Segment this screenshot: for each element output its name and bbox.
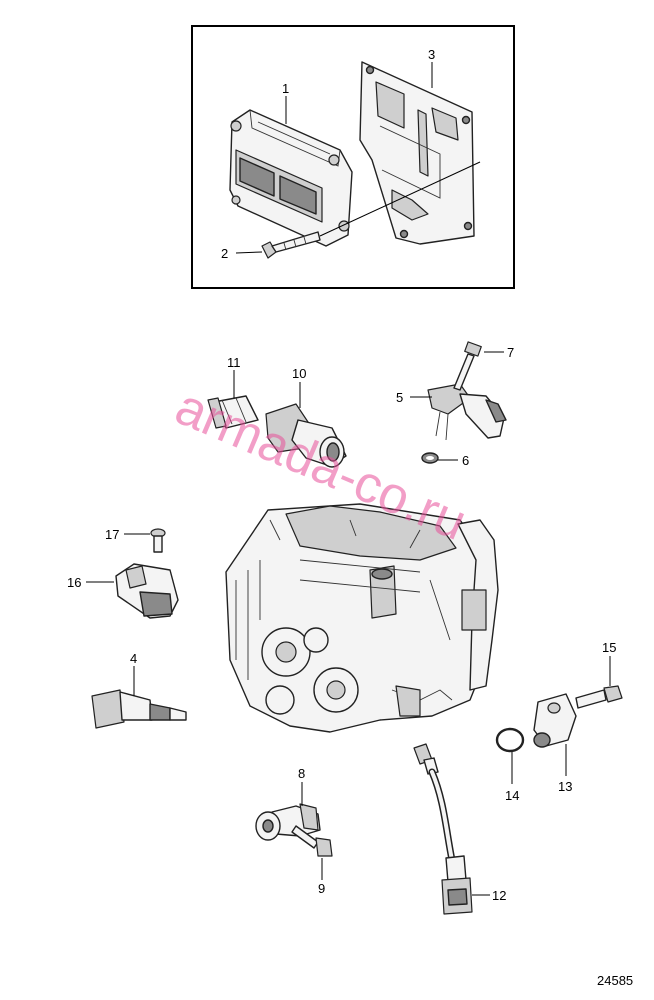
figure-number: 24585 [597, 973, 633, 988]
knock-sensor-part-8 [255, 803, 321, 841]
callout-17: 17 [105, 527, 119, 542]
sensor-part-10 [265, 403, 347, 468]
callout-15: 15 [602, 640, 616, 655]
inset-frame [191, 25, 515, 289]
bolt-part-9 [291, 825, 333, 857]
callout-7: 7 [507, 345, 514, 360]
sensor-part-4 [91, 689, 187, 729]
engine-assembly [225, 503, 499, 733]
callout-4: 4 [130, 651, 137, 666]
sensor-part-13 [533, 693, 577, 748]
bolt-part-15 [575, 685, 623, 709]
o-ring-part-14 [495, 727, 525, 753]
callout-3: 3 [428, 47, 435, 62]
callout-6: 6 [462, 453, 469, 468]
callout-14: 14 [505, 788, 519, 803]
sensor-cable-part-12 [413, 743, 473, 915]
callout-13: 13 [558, 779, 572, 794]
ecu-control-unit [229, 109, 353, 247]
sensor-part-5 [427, 383, 507, 441]
callout-5: 5 [396, 390, 403, 405]
callout-8: 8 [298, 766, 305, 781]
ecu-mounting-bracket [359, 61, 475, 245]
callout-10: 10 [292, 366, 306, 381]
callout-2: 2 [221, 246, 228, 261]
callout-1: 1 [282, 81, 289, 96]
o-ring-part-6 [421, 452, 439, 464]
bolt-part-7 [453, 341, 482, 391]
ecu-bolt [261, 231, 321, 259]
sensor-part-16 [115, 563, 179, 619]
sensor-adapter-part-11 [207, 395, 259, 429]
screw-part-17 [150, 528, 166, 553]
callout-12: 12 [492, 888, 506, 903]
callout-9: 9 [318, 881, 325, 896]
callout-11: 11 [227, 355, 241, 370]
callout-16: 16 [67, 575, 81, 590]
